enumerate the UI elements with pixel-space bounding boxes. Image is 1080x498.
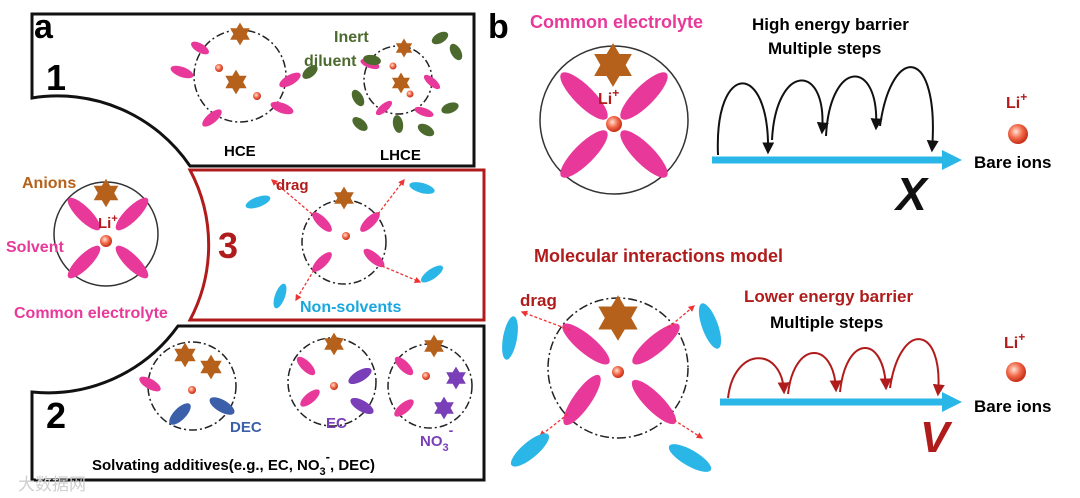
lhce-label: LHCE [380,147,421,164]
diluent-molecule [352,117,368,131]
solvating-additives-caption: Solvating additives(e.g., EC, NO3-, DEC) [92,449,375,478]
bottom-barrier-line1: Lower energy barrier [744,287,914,306]
diluent-molecule [302,65,318,79]
bottom-solvation-shell [502,295,722,472]
center-li-label: Li+ [98,213,118,232]
bottom-title: Molecular interactions model [534,246,783,266]
top-barrier-line2: Multiple steps [768,39,881,58]
nonsolvents-label: Non-solvents [300,299,401,316]
bottom-check-mark: V [920,413,953,462]
diluent-molecule [449,43,463,61]
anions-label: Anions [22,175,76,192]
box-2-outline [30,324,486,482]
top-li-label: Li+ [598,86,619,108]
panel-a: a 1 3 2 Anions Li+ Solvent Common electr… [6,8,486,482]
dec-cluster [139,341,237,431]
nonsolvent-molecule [420,265,444,283]
bottom-nonsolvent [698,303,722,349]
diluent-molecule [417,123,435,137]
box-3-number: 3 [218,225,238,266]
top-barrier-line1: High energy barrier [752,15,909,34]
panel-b-letter: b [488,8,509,46]
box-3-outline [187,168,486,322]
no3-star-icon [446,366,466,390]
panel-a-letter: a [34,8,54,46]
top-bare-ions-label: Bare ions [974,153,1051,172]
bottom-nonsolvent [510,433,550,467]
hce-anion-star-icon [230,22,250,46]
top-solvation-shell [539,43,689,195]
bottom-drag-label: drag [520,291,557,310]
no3-label: NO3- [420,422,454,454]
diluent-molecule [441,102,459,114]
bottom-bare-ions-label: Bare ions [974,397,1051,416]
watermark: 大数据网 [18,475,86,495]
diluent-molecule [363,54,381,66]
common-electrolyte-label: Common electrolyte [14,305,168,322]
panel-b: b Common electrolyte Li+ High energy bar… [488,8,1051,472]
box3-drag-label: drag [276,177,309,194]
bottom-bare-li: Li+ [1004,330,1025,352]
top-anion-star-icon [594,43,632,87]
lhce-cluster [302,31,463,137]
top-energy-path [712,66,962,170]
inert-label: Inert [334,29,369,46]
center-solvation-shell [53,178,159,287]
hce-cluster [170,22,301,127]
top-bare-li: Li+ [1006,90,1027,112]
dec-anion-star-icon [174,342,196,368]
bottom-nonsolvent [668,444,712,472]
hce-label: HCE [224,143,256,160]
nonsolvent-molecule [409,182,435,194]
bottom-anion-star-icon [598,295,638,341]
nonsolvent-molecule [245,195,271,209]
bottom-barrier-line2: Multiple steps [770,313,883,332]
dec-label: DEC [230,419,262,436]
box-1-outline [30,12,476,168]
box-2-number: 2 [46,395,66,436]
lhce-anion-star-icon [391,72,411,94]
bottom-nonsolvent [502,316,518,360]
solvent-label: Solvent [6,239,64,256]
top-x-mark: X [893,168,929,220]
no3-star-icon [434,396,454,420]
diluent-label: diluent [304,53,357,70]
diluent-molecule [392,115,404,133]
dec-anion-star-icon [200,354,222,380]
top-title: Common electrolyte [530,12,703,32]
box-1-number: 1 [46,57,66,98]
diluent-molecule [431,31,449,45]
ec-label: EC [326,415,347,432]
ec-anion-star-icon [324,332,344,356]
box3-anion-star-icon [334,186,354,210]
bottom-bare-ion [1006,362,1026,382]
ec-cluster [287,332,377,427]
no3-cluster [387,334,473,429]
hce-anion-star-icon [225,69,247,95]
diluent-molecule [351,89,365,107]
bottom-energy-path [720,338,962,412]
nonsolvent-cluster [245,178,444,309]
nonsolvent-molecule [273,283,287,309]
top-bare-ion [1008,124,1028,144]
